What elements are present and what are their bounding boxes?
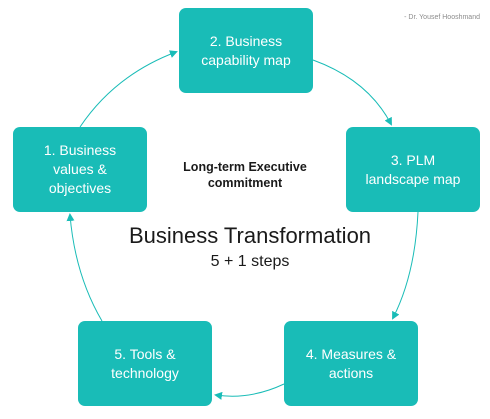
executive-commitment-label: Long-term Executive commitment <box>160 159 330 191</box>
commitment-line: Long-term Executive <box>183 160 307 174</box>
arrow-4-to-5 <box>214 383 285 400</box>
diagram-title: Business Transformation <box>128 223 372 248</box>
step-5-label-line: technology <box>111 364 179 381</box>
step-1-label-line: 1. Business <box>43 142 117 158</box>
step-3-label-line: landscape map <box>365 170 461 187</box>
step-4-box: 4. Measures & actions <box>284 321 418 406</box>
step-2-label-line: capability map <box>201 51 291 68</box>
step-5-box: 5. Tools & technology <box>78 321 212 406</box>
diagram-subtitle: 5 + 1 steps <box>210 253 290 270</box>
step-1-label-line: objectives <box>48 180 112 196</box>
step-3-label: 3. PLM landscape map <box>366 151 461 189</box>
step-3-label-line: 3. PLM <box>390 151 436 168</box>
step-1-box: 1. Business values & objectives <box>13 127 147 212</box>
step-2-box: 2. Business capability map <box>179 8 313 93</box>
author-credit: - Dr. Yousef Hooshmand <box>404 14 480 21</box>
step-5-label-line: 5. Tools & <box>114 345 176 362</box>
arrow-1-to-2 <box>79 50 178 128</box>
step-2-label: 2. Business capability map <box>201 32 291 70</box>
arrow-5-to-1 <box>66 213 103 322</box>
step-5-label: 5. Tools & technology <box>111 345 179 383</box>
step-2-label-line: 2. Business <box>209 32 283 49</box>
step-4-label-line: actions <box>328 364 374 381</box>
step-1-label: 1. Business values & objectives <box>44 141 116 198</box>
step-3-box: 3. PLM landscape map <box>346 127 480 212</box>
commitment-line: commitment <box>207 176 283 190</box>
step-4-label-line: 4. Measures & <box>305 345 397 362</box>
step-1-label-line: values & <box>53 161 107 177</box>
step-4-label: 4. Measures & actions <box>306 345 396 383</box>
arrow-2-to-3 <box>312 59 392 126</box>
arrow-3-to-4 <box>392 211 419 320</box>
